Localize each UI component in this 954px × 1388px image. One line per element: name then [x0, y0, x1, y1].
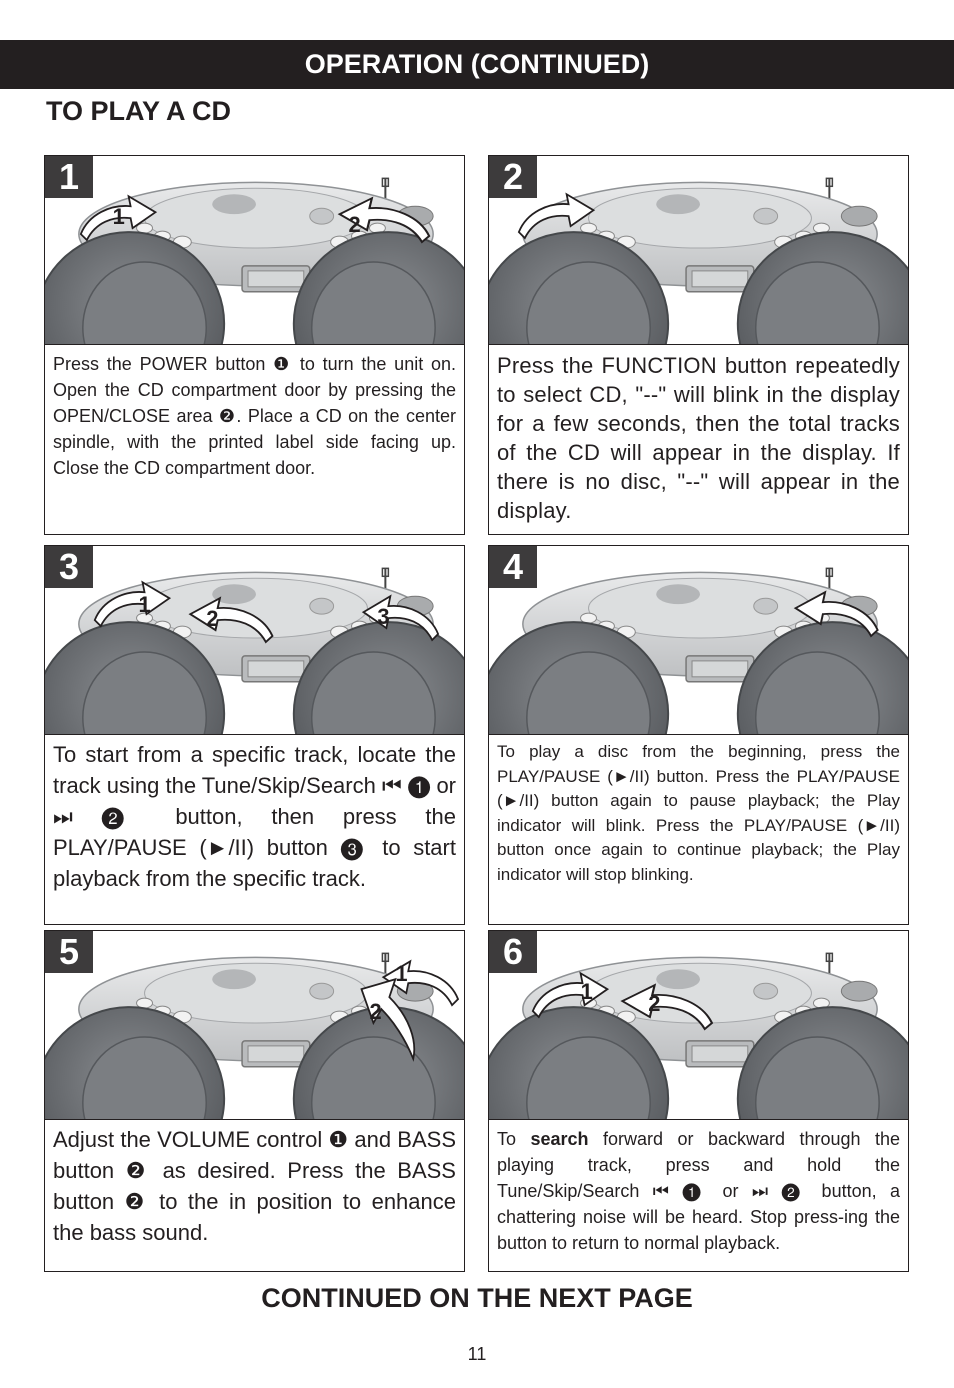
callout-1: 1 [139, 592, 151, 617]
callout-3: 3 [377, 604, 389, 629]
step-illustration: 1 2 5 [45, 931, 464, 1120]
callout-2: 2 [349, 212, 361, 237]
callout-1: 1 [395, 961, 407, 986]
boombox-illustration [489, 177, 908, 344]
text-rest: forward or backward through the playing … [497, 1129, 900, 1253]
step-illustration: 2 [489, 156, 908, 345]
step-number-badge: 3 [45, 546, 93, 588]
continued-note: CONTINUED ON THE NEXT PAGE [261, 1283, 693, 1313]
callout-2: 2 [369, 999, 381, 1024]
step-panel-1: 1 2 1 Press the POWER button ❶ to turn t… [44, 155, 465, 535]
step-illustration: 1 2 6 [489, 931, 908, 1120]
text-lead: To [497, 1129, 531, 1149]
callout-1: 1 [581, 979, 593, 1004]
section-banner: OPERATION (CONTINUED) [0, 40, 954, 89]
page-number: 11 [467, 1344, 487, 1364]
callout-1: 1 [113, 204, 125, 229]
step-illustration: 1 2 3 3 [45, 546, 464, 735]
step-description: Press the POWER button ❶ to turn the uni… [53, 354, 456, 478]
step-illustration: 1 2 1 [45, 156, 464, 345]
boombox-illustration: 1 2 [45, 952, 464, 1119]
boombox-illustration: 1 2 3 [45, 567, 464, 734]
section-title: TO PLAY A CD [46, 96, 232, 126]
step-number-badge: 4 [489, 546, 537, 588]
step-description: To play a disc from the beginning, press… [497, 742, 900, 884]
search-emphasis: search [530, 1129, 589, 1149]
step-panel-4: 4 To play a disc from the beginning, pre… [488, 545, 909, 925]
step-number-badge: 1 [45, 156, 93, 198]
callout-2: 2 [206, 606, 218, 631]
step-description: Adjust the VOLUME control ❶ and BASS but… [53, 1127, 456, 1245]
step-number-badge: 5 [45, 931, 93, 973]
step-description: To start from a specific track, locate t… [53, 742, 456, 891]
step-number-badge: 2 [489, 156, 537, 198]
step-description: To search forward or backward through th… [489, 1120, 908, 1256]
step-panel-5: 1 2 5 Adjust the VOLUME control ❶ and BA… [44, 930, 465, 1272]
step-panel-6: 1 2 6 To search forward or backward thro… [488, 930, 909, 1272]
callout-2: 2 [648, 991, 660, 1016]
step-panel-3: 1 2 3 3 To start from a specific track, … [44, 545, 465, 925]
boombox-illustration: 1 2 [45, 177, 464, 344]
boombox-illustration: 1 2 [489, 952, 908, 1119]
step-number-badge: 6 [489, 931, 537, 973]
boombox-illustration [489, 567, 908, 734]
step-illustration: 4 [489, 546, 908, 735]
step-description: Press the FUNCTION button repeatedly to … [497, 353, 900, 523]
step-panel-2: 2 Press the FUNCTION button repeatedly t… [488, 155, 909, 535]
